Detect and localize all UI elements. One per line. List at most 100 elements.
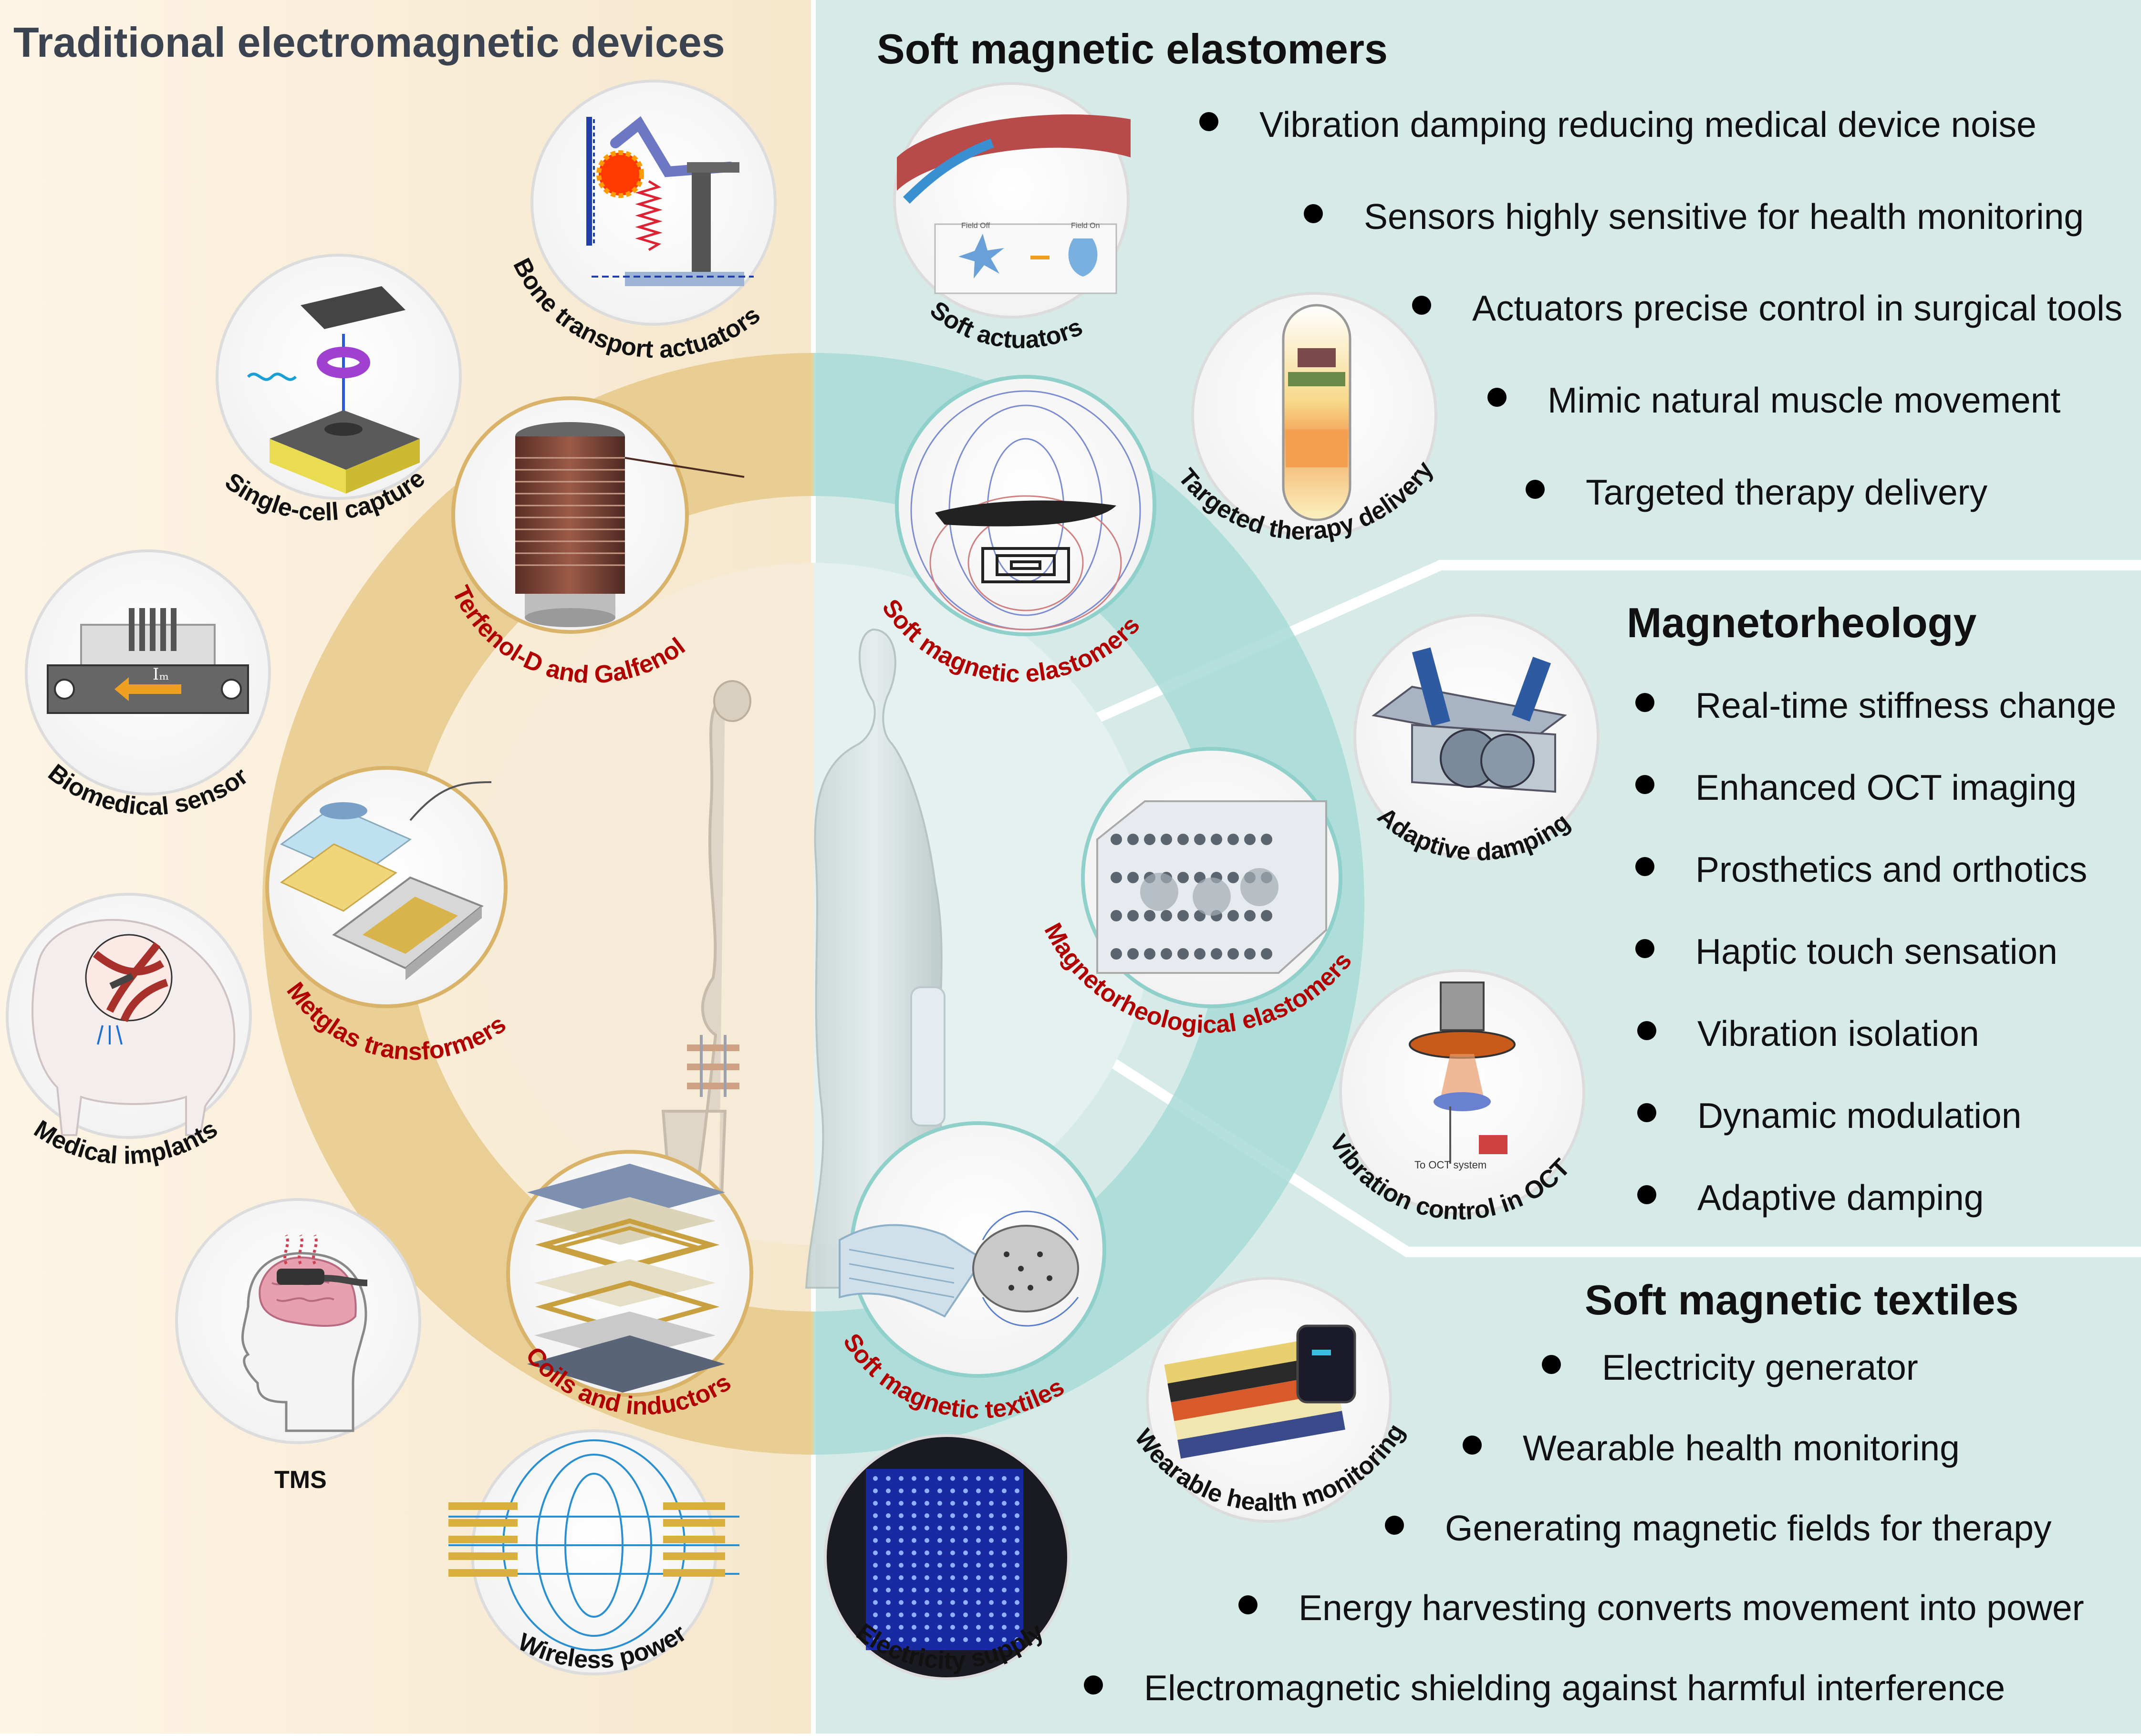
- bullet-item: Sensors highly sensitive for health moni…: [1304, 193, 2084, 237]
- circle-soft-magnetic-elastomers: [895, 375, 1156, 636]
- oct-system-label: To OCT system: [1414, 1159, 1486, 1171]
- led-dot: [976, 1501, 981, 1506]
- led-dot: [937, 1575, 942, 1580]
- label-tms: TMS: [274, 1466, 327, 1494]
- led-dot: [937, 1563, 942, 1568]
- led-dot: [989, 1637, 994, 1642]
- led-dot: [1002, 1588, 1007, 1592]
- led-dot: [899, 1600, 904, 1605]
- led-dot: [925, 1600, 929, 1605]
- led-dot: [873, 1563, 878, 1568]
- bullet-item: Electricity generator: [1542, 1344, 1918, 1388]
- led-dot: [886, 1575, 891, 1580]
- led-dot: [873, 1550, 878, 1555]
- led-dot: [976, 1550, 981, 1555]
- led-dot: [873, 1637, 878, 1642]
- bullet-item: Enhanced OCT imaging: [1635, 764, 2077, 808]
- led-dot: [899, 1612, 904, 1617]
- bullet-item: Targeted therapy delivery: [1526, 469, 1987, 513]
- led-dot: [886, 1501, 891, 1506]
- led-dot: [925, 1588, 929, 1592]
- led-dot: [937, 1625, 942, 1630]
- led-dot: [976, 1625, 981, 1630]
- led-dot: [925, 1637, 929, 1642]
- field-on-label: Field On: [1071, 222, 1100, 230]
- led-dot: [976, 1513, 981, 1518]
- led-dot: [912, 1550, 916, 1555]
- led-dot: [1002, 1488, 1007, 1493]
- led-dot: [989, 1588, 994, 1592]
- circle-biomedical-sensor: Iₘ: [25, 549, 271, 796]
- circle-single-cell-capture: [216, 254, 462, 500]
- led-dot: [925, 1488, 929, 1493]
- led-dot: [976, 1563, 981, 1568]
- led-dot: [950, 1612, 955, 1617]
- circle-electricity-supply: [824, 1434, 1070, 1680]
- circle-soft-actuators: Field Off Field On: [893, 82, 1131, 319]
- circle-metglas-transformers: [265, 766, 508, 1008]
- led-dot: [989, 1563, 994, 1568]
- led-dot: [899, 1588, 904, 1592]
- led-dot: [899, 1563, 904, 1568]
- led-dot: [950, 1563, 955, 1568]
- led-dot: [1015, 1501, 1019, 1506]
- led-dot: [912, 1588, 916, 1592]
- led-dot: [1002, 1600, 1007, 1605]
- circle-terfenol-galfenol: [451, 396, 745, 634]
- bullet-item: Generating magnetic fields for therapy: [1385, 1505, 2052, 1549]
- bullet-item: Vibration damping reducing medical devic…: [1199, 101, 2037, 145]
- led-dot: [989, 1625, 994, 1630]
- sensor-current-label: Iₘ: [153, 665, 169, 684]
- led-dot: [950, 1538, 955, 1543]
- led-dot: [925, 1550, 929, 1555]
- led-dot: [912, 1526, 916, 1530]
- led-dot: [1002, 1612, 1007, 1617]
- led-dot: [1002, 1476, 1007, 1481]
- led-dot: [950, 1526, 955, 1530]
- led-dot: [1002, 1526, 1007, 1530]
- led-dot: [912, 1575, 916, 1580]
- field-off-label: Field Off: [961, 222, 990, 230]
- led-dot: [989, 1488, 994, 1493]
- led-dot: [899, 1625, 904, 1630]
- led-dot: [1015, 1550, 1019, 1555]
- led-dot: [912, 1488, 916, 1493]
- led-dot: [950, 1588, 955, 1592]
- bullet-item: Haptic touch sensation: [1635, 928, 2058, 972]
- led-dot: [886, 1550, 891, 1555]
- led-dot: [1015, 1600, 1019, 1605]
- section-title-soft-magnetic-elastomers: Soft magnetic elastomers: [877, 25, 1388, 72]
- bullet-item: Prosthetics and orthotics: [1635, 846, 2087, 890]
- led-dot: [989, 1575, 994, 1580]
- led-dot: [963, 1513, 968, 1518]
- led-dot: [950, 1575, 955, 1580]
- led-dot: [873, 1526, 878, 1530]
- led-dot: [925, 1476, 929, 1481]
- led-dot: [886, 1625, 891, 1630]
- led-dot: [937, 1538, 942, 1543]
- circle-wearable-health-monitoring: [1146, 1277, 1392, 1523]
- led-dot: [1015, 1526, 1019, 1530]
- led-dot: [963, 1488, 968, 1493]
- led-dot: [989, 1501, 994, 1506]
- led-dot: [886, 1513, 891, 1518]
- led-dot: [912, 1476, 916, 1481]
- led-dot: [976, 1637, 981, 1642]
- led-dot: [899, 1476, 904, 1481]
- bullet-item: Electromagnetic shielding against harmfu…: [1084, 1664, 2005, 1708]
- led-dot: [1015, 1612, 1019, 1617]
- led-dot: [886, 1637, 891, 1642]
- led-dot: [912, 1625, 916, 1630]
- led-dot: [873, 1513, 878, 1518]
- led-dot: [1015, 1625, 1019, 1630]
- led-dot: [1015, 1538, 1019, 1543]
- led-dot: [989, 1550, 994, 1555]
- bullet-item: Dynamic modulation: [1637, 1092, 2021, 1136]
- circle-wireless-power: [448, 1429, 739, 1675]
- led-dot: [976, 1575, 981, 1580]
- led-dot: [873, 1575, 878, 1580]
- led-dot: [873, 1501, 878, 1506]
- led-dot: [963, 1526, 968, 1530]
